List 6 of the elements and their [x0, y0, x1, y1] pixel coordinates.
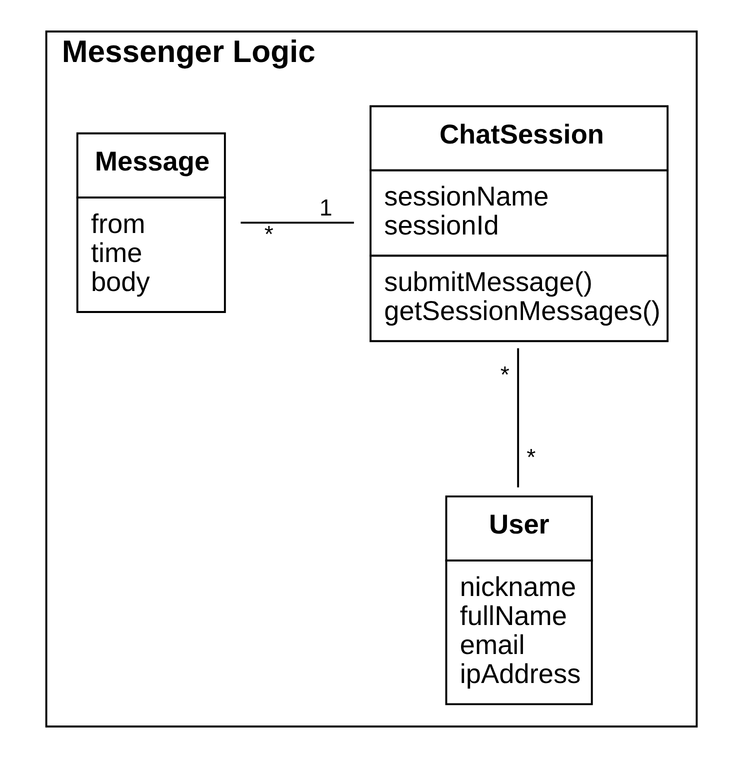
label: 1 — [319, 194, 332, 221]
connector — [517, 348, 520, 488]
label: * — [526, 444, 536, 470]
label: * — [264, 220, 274, 247]
connector — [240, 222, 354, 224]
label: * — [500, 361, 510, 388]
